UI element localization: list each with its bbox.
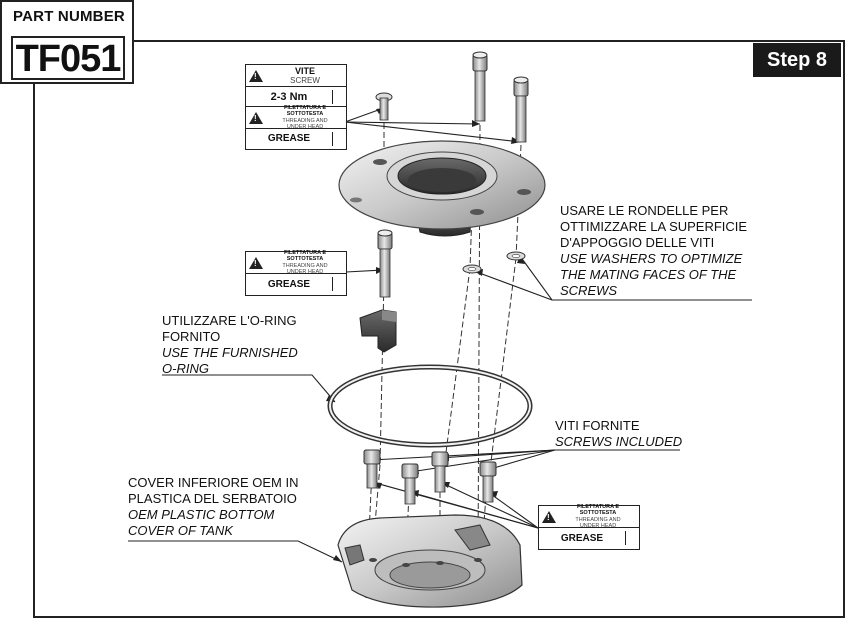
note-cover-it-2: PLASTICA DEL SERBATOIO xyxy=(128,491,297,506)
o-ring xyxy=(327,364,533,448)
note-cover-it-1: COVER INFERIORE OEM IN xyxy=(128,475,299,490)
note-washers-en-3: SCREWS xyxy=(560,283,618,298)
oem-bottom-cover xyxy=(337,514,523,608)
part-number-box: PART NUMBER TF051 xyxy=(0,0,134,84)
thread-label-it: FILETTATURA E SOTTOTESTA xyxy=(576,503,620,517)
bottom-screws xyxy=(363,449,497,505)
note-screws-it-1: VITI FORNITE xyxy=(555,418,640,433)
step-badge: Step 8 xyxy=(753,43,841,77)
note-oring: UTILIZZARE L'O-RING FORNITO USE THE FURN… xyxy=(162,313,322,377)
warning-icon xyxy=(249,69,263,82)
note-washers-en-2: THE MATING FACES OF THE xyxy=(560,267,737,282)
note-washers-it-1: USARE LE RONDELLE PER xyxy=(560,203,729,218)
note-oring-it-1: UTILIZZARE L'O-RING xyxy=(162,313,297,328)
note-screws-en-1: SCREWS INCLUDED xyxy=(555,434,683,449)
note-oring-en-2: O-RING xyxy=(162,361,209,376)
part-number-value: TF051 xyxy=(11,36,125,80)
thread-label-en-1: THREADING AND xyxy=(575,516,621,523)
thread-label-en-1: THREADING AND xyxy=(282,262,328,269)
mid-bolt xyxy=(377,229,393,298)
top-screw-left xyxy=(375,92,393,121)
grease-brush-icon xyxy=(625,531,636,545)
flange-part xyxy=(338,140,546,237)
grease-label-bottom: FILETTATURA E SOTTOTESTA THREADING AND U… xyxy=(538,503,640,550)
note-washers-it-2: OTTIMIZZARE LA SUPERFICIE xyxy=(560,219,748,234)
note-oring-it-2: FORNITO xyxy=(162,329,221,344)
note-screws-included: VITI FORNITE SCREWS INCLUDED xyxy=(555,418,705,450)
thread-label-it: FILETTATURA E SOTTOTESTA xyxy=(283,104,327,118)
note-washers: USARE LE RONDELLE PER OTTIMIZZARE LA SUP… xyxy=(560,203,760,299)
screw-title-en: SCREW xyxy=(290,76,320,85)
top-screw-right xyxy=(513,76,529,143)
screw-torque-label: VITE SCREW 2-3 Nm FILETTATURA E SOTTOTES… xyxy=(245,64,347,150)
note-oring-en-1: USE THE FURNISHED xyxy=(162,345,298,360)
grease-brush-icon xyxy=(332,277,343,291)
washers xyxy=(462,251,526,274)
wrench-icon xyxy=(332,90,343,104)
mounting-bracket xyxy=(359,309,397,353)
thread-label-en-1: THREADING AND xyxy=(282,117,328,124)
note-washers-en-1: USE WASHERS TO OPTIMIZE xyxy=(560,251,743,266)
grease-label-mid: FILETTATURA E SOTTOTESTA THREADING AND U… xyxy=(245,249,347,296)
screw-title-it: VITE xyxy=(294,66,315,76)
thread-label-en-2: UNDER HEAD xyxy=(579,523,617,529)
warning-icon xyxy=(249,256,263,269)
note-cover-en-2: COVER OF TANK xyxy=(128,523,233,538)
note-oem-cover: COVER INFERIORE OEM IN PLASTICA DEL SERB… xyxy=(128,475,318,539)
torque-value: 2-3 Nm xyxy=(270,90,308,103)
warning-icon xyxy=(542,510,556,523)
leader-lines xyxy=(128,107,752,563)
grease-label: GREASE xyxy=(267,133,311,144)
top-screw-middle xyxy=(472,51,488,122)
diagram-frame xyxy=(33,40,845,618)
thread-label-it: FILETTATURA E SOTTOTESTA xyxy=(283,249,327,263)
warning-icon xyxy=(249,111,263,124)
grease-label: GREASE xyxy=(560,532,604,544)
note-cover-en-1: OEM PLASTIC BOTTOM xyxy=(128,507,275,522)
thread-label-en-2: UNDER HEAD xyxy=(286,124,324,130)
thread-label-en-2: UNDER HEAD xyxy=(286,269,324,275)
grease-label: GREASE xyxy=(267,278,311,290)
grease-brush-icon xyxy=(332,132,343,146)
part-number-label: PART NUMBER xyxy=(13,8,125,25)
note-washers-it-3: D'APPOGGIO DELLE VITI xyxy=(560,235,715,250)
